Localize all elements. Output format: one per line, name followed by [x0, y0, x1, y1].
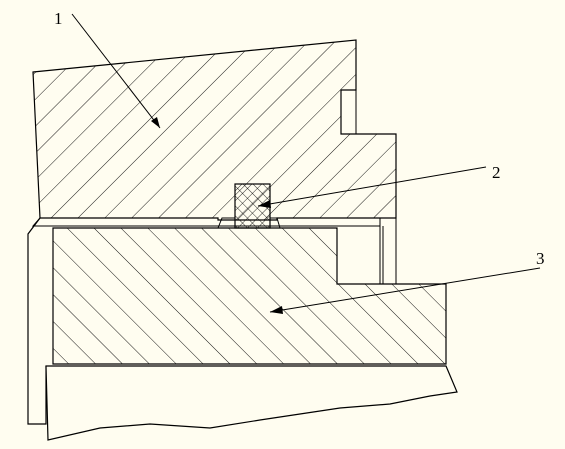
clearance-line [31, 217, 381, 227]
left-sleeve [27, 217, 47, 425]
part-1-housing [32, 39, 397, 221]
callout-label-1: 1 [54, 9, 63, 28]
leader-arrow-3 [270, 306, 283, 314]
part-3-ring [52, 227, 447, 365]
leader-arrow-1 [151, 117, 160, 128]
right-wall [379, 218, 397, 285]
leader-line-3 [269, 267, 541, 313]
callout-label-3: 3 [536, 249, 545, 268]
leader-line-2 [257, 166, 487, 207]
lower-body [45, 365, 458, 441]
callout-label-2: 2 [492, 163, 501, 182]
leader-line-1 [71, 13, 161, 129]
seal-seat [217, 217, 281, 229]
leader-arrow-2 [258, 200, 271, 208]
